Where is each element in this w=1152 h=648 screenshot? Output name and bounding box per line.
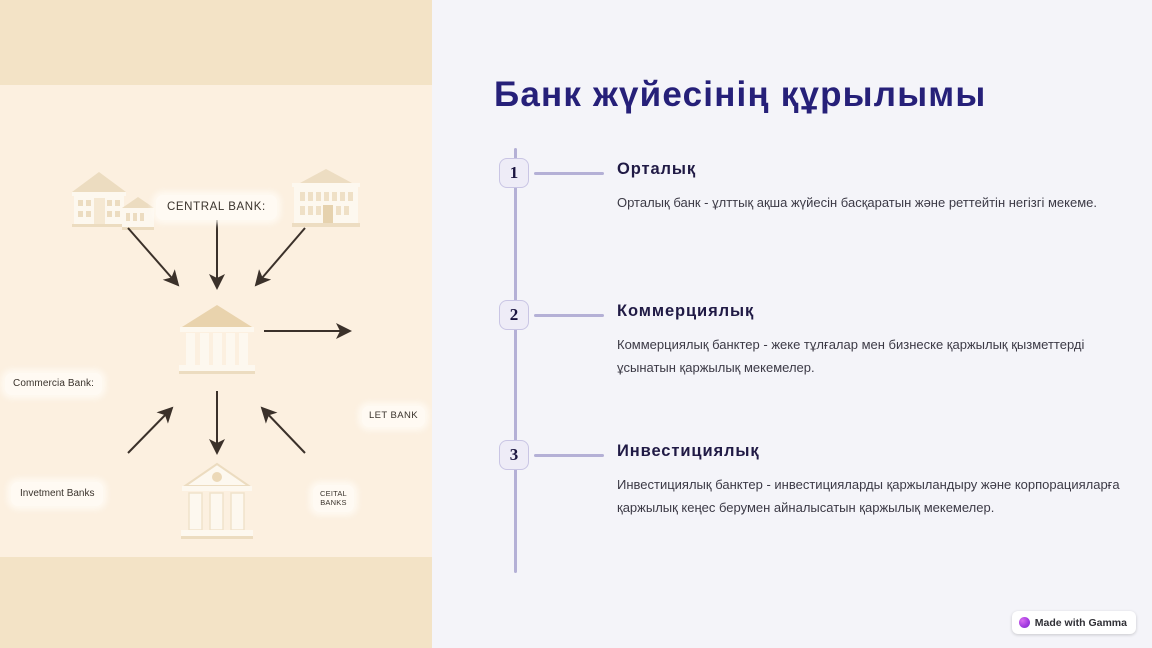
timeline-body-2: Коммерциялық банктер - жеке тұлғалар мен… (617, 337, 1085, 375)
timeline-heading-3: Инвестициялық (617, 442, 760, 460)
left-image-panel: CENTRAL BANK: Commercia Bank: LET BANK I… (0, 0, 432, 648)
timeline-body-3: Инвестициялық банктер - инвестицияларды … (617, 477, 1120, 515)
timeline-heading-1: Орталық (617, 160, 697, 178)
arrow-investment-to-center (127, 406, 174, 454)
bank-building-top-right-icon (292, 169, 360, 227)
timeline-step-badge-2: 2 (499, 300, 529, 330)
made-with-gamma-badge[interactable]: Made with Gamma (1011, 611, 1136, 634)
made-with-gamma-label: Made with Gamma (1034, 616, 1127, 629)
diagram-label-cettal-banks: CEITAL BANKS (313, 485, 354, 513)
timeline-spine (514, 148, 517, 573)
arrow-cettal-to-center (260, 406, 306, 454)
bank-building-center-icon (179, 305, 255, 374)
diagram-label-investment-banks: Invetment Banks (11, 482, 104, 506)
timeline-step-badge-1: 1 (499, 158, 529, 188)
timeline-heading-2: Коммерциялық (617, 302, 755, 320)
timeline-connector-1 (534, 172, 604, 175)
timeline-body-1: Орталық банк - ұлттық ақша жүйесін басқа… (617, 195, 1097, 210)
diagram-svg (72, 169, 360, 539)
arrow-topright-to-center (254, 227, 306, 287)
timeline-list: 1 Орталық Орталық банк - ұлттық ақша жүй… (499, 148, 1132, 588)
bank-system-illustration: CENTRAL BANK: Commercia Bank: LET BANK I… (0, 85, 432, 557)
diagram-label-let-bank: LET BANK (362, 406, 425, 427)
bank-building-top-left-icon (72, 172, 154, 230)
diagram-label-central-bank: CENTRAL BANK: (156, 195, 277, 221)
gamma-logo-icon (1018, 617, 1030, 628)
bank-building-bottom-icon (181, 462, 253, 539)
diagram-label-commercial-bank: Commercia Bank: (5, 373, 102, 395)
page-title: Банк жүйесінің құрылымы (494, 75, 987, 114)
arrow-topleft-to-center (127, 227, 180, 287)
timeline-step-badge-3: 3 (499, 440, 529, 470)
content-panel: Банк жүйесінің құрылымы 1 Орталық Орталы… (432, 0, 1152, 648)
timeline-connector-2 (534, 314, 604, 317)
timeline-connector-3 (534, 454, 604, 457)
